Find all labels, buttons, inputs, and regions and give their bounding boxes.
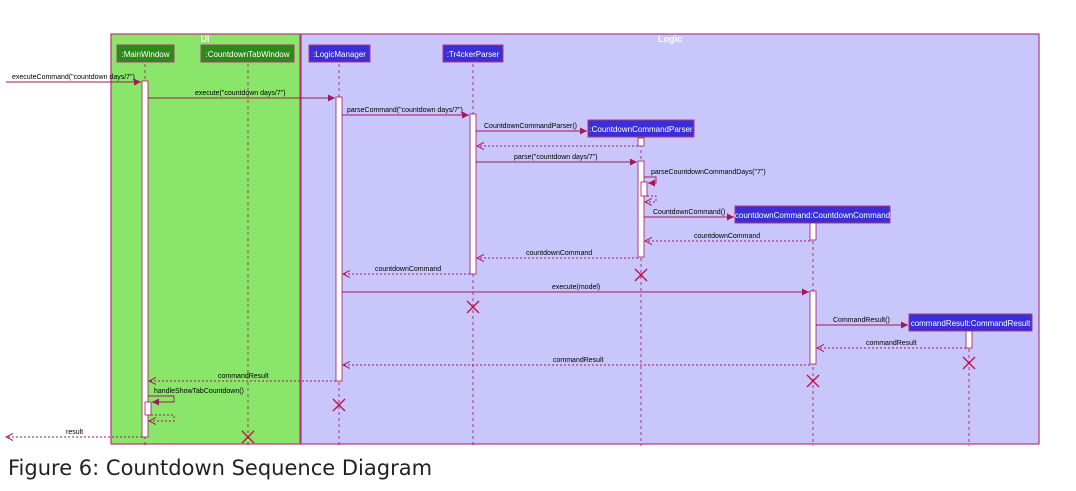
activation-logicmanager [335,96,343,382]
activation-cc-execute [809,290,817,365]
activation-mainwindow [141,80,149,438]
box-logic: Logic [300,33,1040,445]
destroy-mark-cr [962,356,976,370]
msg-label-return-command-2: countdownCommand [526,250,592,257]
destroy-mark-cc [806,374,820,388]
activation-ccp-self [640,181,648,197]
destroy-mark-ccp [634,268,648,282]
destroy-marks [241,268,976,444]
msg-label-execute: execute("countdown days/7") [195,90,286,97]
msg-label-handleshowtab: handleShowTabCountdown() [154,388,244,395]
destroy-mark-lm [332,398,346,412]
participant-tr4ckerparser: :Tr4ckerParser [442,44,504,63]
msg-label-parsedays: parseCountdownCommandDays("7") [651,169,766,176]
box-ui-title: UI [201,34,210,44]
msg-label-parsecommand: parseCommand("countdown days/7") [347,107,463,114]
svg-text::Tr4ckerParser: :Tr4ckerParser [447,50,500,59]
participant-countdowncommandparser: :CountdownCommandParser [587,119,695,138]
destroy-mark-ct [241,430,255,444]
message-labels: executeCommand("countdown days/7") execu… [12,74,917,436]
msg-label-return-command-1: countdownCommand [694,233,760,240]
svg-text::CountdownCommandParser: :CountdownCommandParser [589,125,692,134]
message-lines [6,78,966,437]
msg-label-executecommand: executeCommand("countdown days/7") [12,74,135,81]
msg-label-return-command-3: countdownCommand [375,266,441,273]
msg-label-create-parser: CountdownCommandParser() [484,123,577,130]
msg-label-return-result-1: commandResult [866,340,917,347]
participant-countdowncommand: countdownCommand:CountdownCommand [734,205,891,224]
participant-commandresult: commandResult:CommandResult [908,313,1033,332]
activation-ccp-parse [637,160,645,258]
msg-line-handleshowtab [148,395,175,406]
activation-tr4ckerparser [469,113,477,275]
participant-countdowntabwindow: :CountdownTabWindow [200,44,295,63]
msg-line-parsedays-return [645,195,657,202]
participant-logicmanager: :LogicManager [308,44,371,63]
activation-mainwindow-self [144,401,152,416]
svg-text::MainWindow: :MainWindow [121,50,169,59]
sequence-diagram: UI Logic :MainWindow :CountdownTabWindow… [0,33,1040,446]
box-logic-title: Logic [658,34,682,44]
figure-caption: Figure 6: Countdown Sequence Diagram [8,456,433,480]
participant-mainwindow: :MainWindow [116,44,175,63]
msg-line-handleshowtab-return [149,414,175,421]
svg-text::CountdownTabWindow: :CountdownTabWindow [205,50,289,59]
activation-cc-constructor [809,222,817,241]
destroy-mark-tp [466,300,480,314]
msg-label-parse: parse("countdown days/7") [514,154,598,161]
svg-text:commandResult:CommandResult: commandResult:CommandResult [911,319,1031,328]
msg-label-create-command: CountdownCommand() [653,209,725,216]
msg-label-create-result: CommandResult() [833,317,890,324]
activation-ccp-constructor [637,137,645,147]
msg-label-return-result-3: commandResult [218,373,269,380]
activations [141,80,973,438]
msg-label-return-result-2: commandResult [553,357,604,364]
msg-label-result: result [66,429,83,436]
svg-text::LogicManager: :LogicManager [313,50,366,59]
svg-text:countdownCommand:CountdownComm: countdownCommand:CountdownCommand [735,211,890,220]
activation-cr-constructor [965,330,973,349]
msg-line-parsedays [644,176,657,187]
msg-label-execute-model: execute(model) [552,284,600,291]
